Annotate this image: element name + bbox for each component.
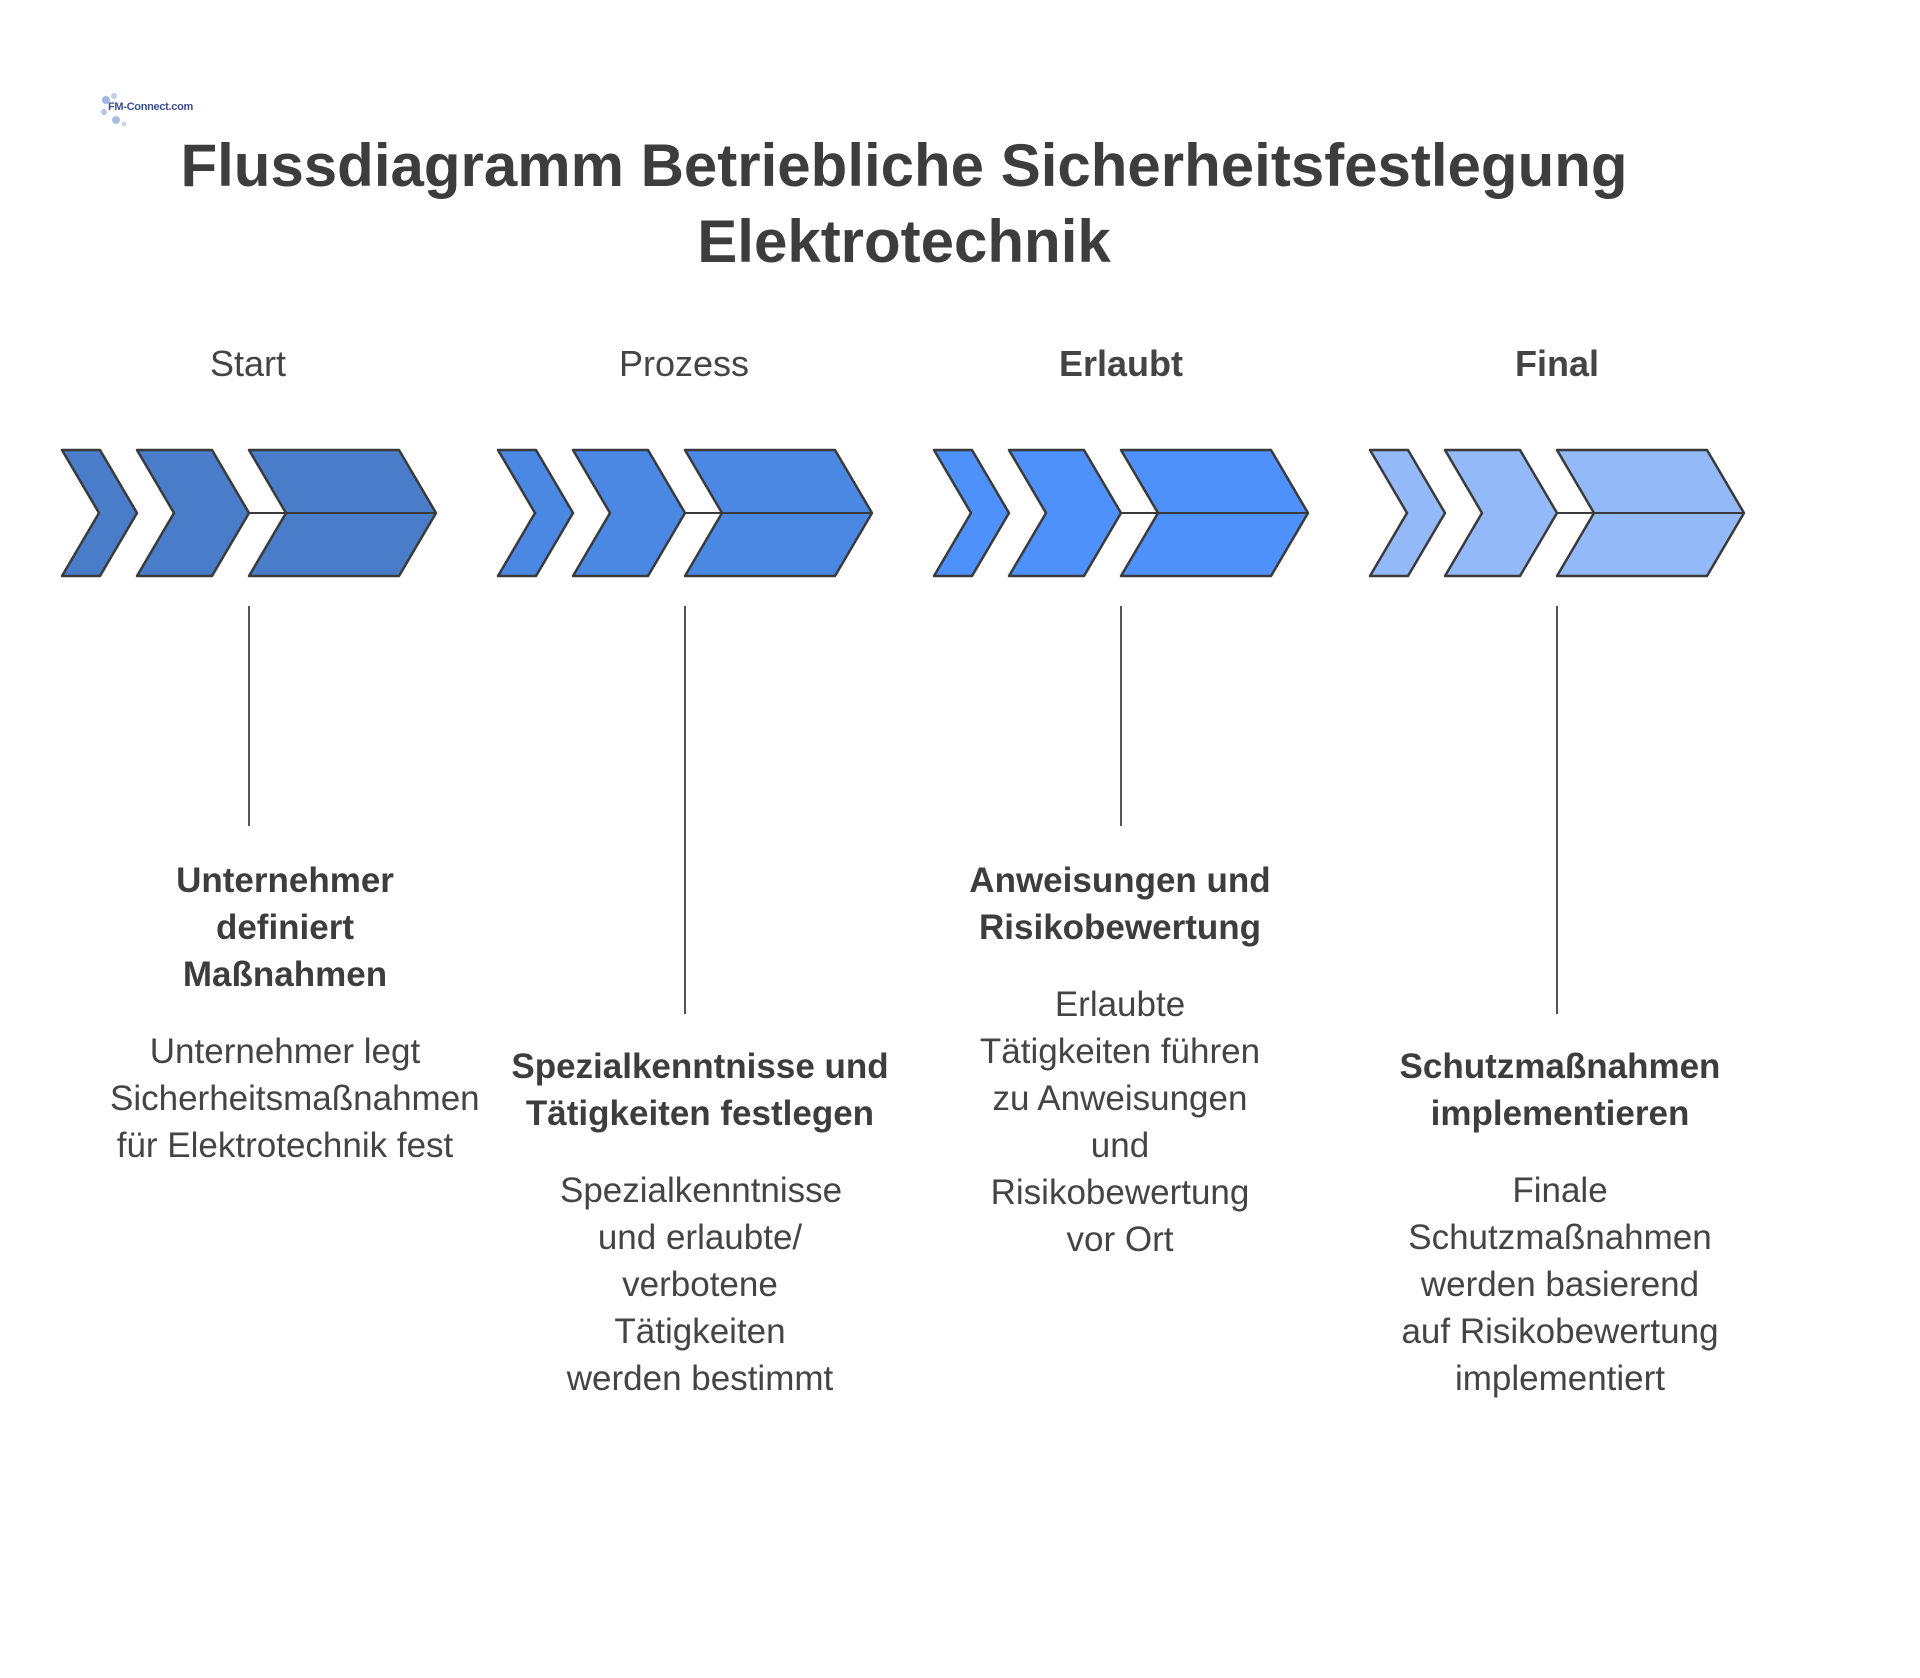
step-title: Anweisungen und Risikobewertung bbox=[969, 861, 1271, 947]
chevron-start-small bbox=[60, 448, 139, 578]
connector-line-start bbox=[248, 606, 250, 826]
chevron-prozess-small bbox=[496, 448, 575, 578]
step-erlaubt: Anweisungen und Risikobewertung Erlaubte… bbox=[950, 857, 1290, 1263]
chevron-final-medium bbox=[1443, 448, 1559, 578]
logo-icon bbox=[101, 93, 127, 127]
chevron-group-prozess bbox=[496, 448, 874, 578]
stage-label-erlaubt: Erlaubt bbox=[1058, 343, 1183, 384]
step-description: Unternehmer legt Sicherheitsmaßnahmen fü… bbox=[110, 1032, 480, 1165]
connector-line-final bbox=[1556, 606, 1558, 1014]
chevron-group-final bbox=[1368, 448, 1746, 578]
step-title: Schutzmaßnahmen implementieren bbox=[1399, 1047, 1721, 1133]
step-prozess: Spezialkenntnisse und Tätigkeiten festle… bbox=[500, 1043, 900, 1402]
connector-line-erlaubt bbox=[1120, 606, 1122, 826]
step-description: Finale Schutzmaßnahmen werden basierend … bbox=[1401, 1171, 1719, 1398]
step-final: Schutzmaßnahmen implementieren Finale Sc… bbox=[1385, 1043, 1735, 1402]
step-description: Spezialkenntnisse und erlaubte/ verboten… bbox=[560, 1171, 843, 1398]
chevron-final-small bbox=[1368, 448, 1447, 578]
stage-label-final: Final bbox=[1514, 343, 1599, 384]
step-description: Erlaubte Tätigkeiten führen zu Anweisung… bbox=[979, 985, 1261, 1259]
chevron-group-start bbox=[60, 448, 438, 578]
stage-label-prozess: Prozess bbox=[618, 343, 750, 384]
chevron-prozess-medium bbox=[571, 448, 687, 578]
logo-text: FM-Connect.com bbox=[108, 101, 194, 113]
page-title: Flussdiagramm Betriebliche Sicherheitsfe… bbox=[180, 132, 1628, 275]
step-start: Unternehmer definiert Maßnahmen Unterneh… bbox=[110, 857, 480, 1169]
chevron-group-erlaubt bbox=[932, 448, 1310, 578]
stage-label-start: Start bbox=[209, 343, 287, 384]
connector-line-prozess bbox=[684, 606, 686, 1014]
chevron-erlaubt-medium bbox=[1007, 448, 1123, 578]
step-title: Spezialkenntnisse und Tätigkeiten festle… bbox=[511, 1047, 889, 1133]
chevron-erlaubt-small bbox=[932, 448, 1011, 578]
fm-connect-logo: FM-Connect.com bbox=[98, 90, 193, 130]
step-title: Unternehmer definiert Maßnahmen bbox=[176, 861, 394, 994]
chevron-start-medium bbox=[135, 448, 251, 578]
